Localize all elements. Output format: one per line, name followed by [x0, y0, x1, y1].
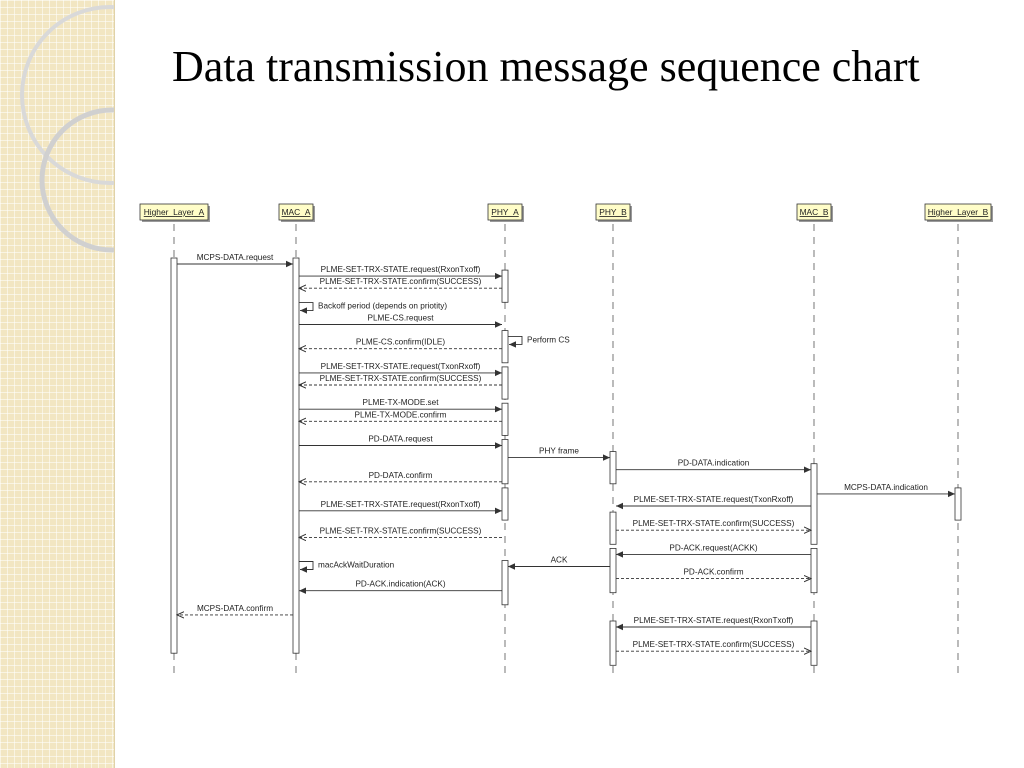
self-call-arrow — [299, 302, 314, 314]
activation-box — [609, 511, 617, 545]
message: PLME-CS.request — [299, 314, 502, 328]
message-label: MCPS-DATA.confirm — [197, 604, 273, 613]
self-call-label: Perform CS — [527, 335, 570, 344]
message: PLME-SET-TRX-STATE.request(TxonRxoff) — [616, 495, 811, 510]
message-label: PLME-SET-TRX-STATE.request(TxonRxoff) — [634, 495, 794, 504]
lifeline-header-box — [278, 203, 314, 221]
activation-box — [609, 620, 617, 666]
self-call: macAckWaitDuration — [299, 561, 395, 573]
message: PLME-SET-TRX-STATE.request(RxonTxoff) — [299, 500, 502, 515]
message-label: PD-DATA.confirm — [369, 471, 433, 480]
message-label: PHY frame — [539, 447, 579, 456]
lifeline-header-box — [924, 203, 992, 221]
message: PLME-SET-TRX-STATE.confirm(SUCCESS) — [616, 640, 811, 651]
message-label: PLME-SET-TRX-STATE.confirm(SUCCESS) — [320, 277, 482, 286]
lifeline-header-box — [796, 203, 832, 221]
activation-box — [501, 487, 509, 521]
message: PLME-SET-TRX-STATE.confirm(SUCCESS) — [299, 374, 502, 385]
message-label: PLME-SET-TRX-STATE.request(RxonTxoff) — [634, 616, 794, 625]
message: PLME-SET-TRX-STATE.confirm(SUCCESS) — [299, 277, 502, 288]
activation-box — [810, 463, 818, 545]
lifeline-header-label: PHY_B — [599, 207, 627, 217]
slide-title: Data transmission message sequence chart — [172, 42, 920, 91]
decorative-circles — [20, 5, 114, 253]
message-label: PLME-TX-MODE.confirm — [355, 410, 447, 419]
message: PD-ACK.request(ACKK) — [616, 543, 811, 558]
lifeline-macb: MAC_B — [796, 203, 833, 678]
self-call: Perform CS — [508, 335, 570, 348]
message-label: PLME-SET-TRX-STATE.request(RxonTxoff) — [321, 265, 481, 274]
message: PLME-SET-TRX-STATE.request(RxonTxoff) — [299, 265, 502, 280]
activation-box — [501, 560, 509, 606]
lifeline-header-label: MAC_A — [282, 207, 311, 217]
activation-box — [501, 330, 509, 364]
activation-box — [609, 548, 617, 594]
message: PD-DATA.indication — [616, 459, 811, 473]
message-label: PLME-TX-MODE.set — [363, 398, 440, 407]
message: PLME-SET-TRX-STATE.request(RxonTxoff) — [616, 616, 811, 631]
message-label: MCPS-DATA.indication — [844, 483, 928, 492]
message-label: PLME-SET-TRX-STATE.confirm(SUCCESS) — [633, 640, 795, 649]
message: MCPS-DATA.indication — [817, 483, 955, 498]
message: PLME-TX-MODE.set — [299, 398, 502, 413]
activation-box — [170, 257, 178, 654]
message: PLME-SET-TRX-STATE.confirm(SUCCESS) — [299, 526, 502, 537]
message-label: ACK — [551, 556, 568, 565]
message: MCPS-DATA.confirm — [177, 604, 293, 615]
message: PD-DATA.confirm — [299, 471, 502, 482]
lifeline-phyb: PHY_B — [595, 203, 632, 678]
activation-box — [954, 487, 962, 521]
self-call-arrow — [299, 561, 314, 573]
activation-box — [810, 548, 818, 594]
message: PD-ACK.confirm — [616, 568, 811, 579]
message: PLME-SET-TRX-STATE.confirm(SUCCESS) — [616, 519, 811, 530]
message: PLME-SET-TRX-STATE.request(TxonRxoff) — [299, 362, 502, 377]
self-call-label: Backoff period (depends on priotity) — [318, 302, 447, 311]
message-label: PLME-CS.request — [368, 314, 435, 323]
activation-box — [810, 620, 818, 666]
decorative-side-panel — [0, 0, 115, 768]
lifeline-header-label: Higher_Layer_B — [928, 207, 989, 217]
lifeline-header-box — [595, 203, 631, 221]
lifeline-header-label: Higher_Layer_A — [144, 207, 205, 217]
activation-box — [501, 402, 509, 436]
message-label: PLME-SET-TRX-STATE.confirm(SUCCESS) — [633, 519, 795, 528]
message-label: MCPS-DATA.request — [197, 253, 274, 262]
lifeline-header-box — [487, 203, 523, 221]
lifeline-header-box — [139, 203, 209, 221]
message: PHY frame — [508, 447, 610, 461]
message: ACK — [508, 556, 610, 570]
message: MCPS-DATA.request — [177, 253, 293, 268]
decorative-circle-small — [39, 107, 114, 253]
message-label: PLME-CS.confirm(IDLE) — [356, 338, 445, 347]
message-label: PLME-SET-TRX-STATE.confirm(SUCCESS) — [320, 526, 482, 535]
message-label: PD-DATA.indication — [678, 459, 750, 468]
message-label: PD-ACK.indication(ACK) — [355, 580, 445, 589]
decorative-circle-large — [20, 5, 114, 185]
message-label: PD-DATA.request — [368, 435, 433, 444]
lifeline-header-label: MAC_B — [800, 207, 829, 217]
message-label: PLME-SET-TRX-STATE.request(RxonTxoff) — [321, 500, 481, 509]
message-label: PLME-SET-TRX-STATE.request(TxonRxoff) — [321, 362, 481, 371]
activation-box — [501, 439, 509, 485]
message: PLME-TX-MODE.confirm — [299, 410, 502, 421]
message: PLME-CS.confirm(IDLE) — [299, 338, 502, 349]
message-label: PD-ACK.confirm — [683, 568, 743, 577]
activation-box — [292, 257, 300, 654]
lifeline-header-label: PHY_A — [491, 207, 519, 217]
activation-box — [609, 451, 617, 485]
message-label: PD-ACK.request(ACKK) — [669, 543, 758, 552]
self-call: Backoff period (depends on priotity) — [299, 302, 447, 314]
activation-box — [501, 269, 509, 303]
self-call-arrow — [508, 335, 523, 348]
lifeline-hlb: Higher_Layer_B — [924, 203, 993, 678]
self-call-label: macAckWaitDuration — [318, 561, 395, 570]
message: PD-DATA.request — [299, 435, 502, 449]
message-label: PLME-SET-TRX-STATE.confirm(SUCCESS) — [320, 374, 482, 383]
message: PD-ACK.indication(ACK) — [299, 580, 502, 594]
activation-box — [501, 366, 509, 400]
